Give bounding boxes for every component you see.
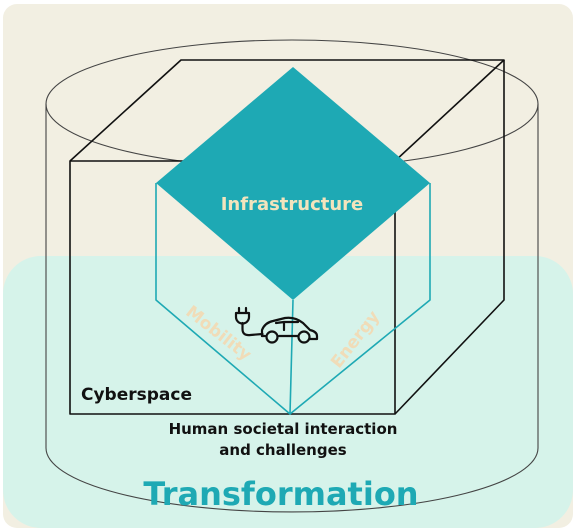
cube-top-face (69, 59, 505, 162)
inner-cube (155, 67, 431, 415)
infrastructure-face (156, 67, 430, 300)
cylinder-bottom-arc (45, 447, 539, 513)
infrastructure-label: Infrastructure (220, 194, 364, 215)
mobility-face-outline (155, 183, 294, 415)
cube-side-face (394, 60, 505, 415)
transformation-label: Transformation (143, 475, 419, 513)
cylinder (45, 39, 539, 513)
human-label-line1: Human societal interaction (168, 420, 398, 438)
societal-band (3, 256, 573, 528)
cyberspace-label: Cyberspace (81, 385, 193, 405)
energy-face-outline (289, 183, 431, 415)
ev-car-plug-icon (234, 306, 319, 344)
human-label-line2: and challenges (219, 441, 347, 459)
human-societal-interaction-label: Human societal interaction and challenge… (169, 419, 398, 461)
